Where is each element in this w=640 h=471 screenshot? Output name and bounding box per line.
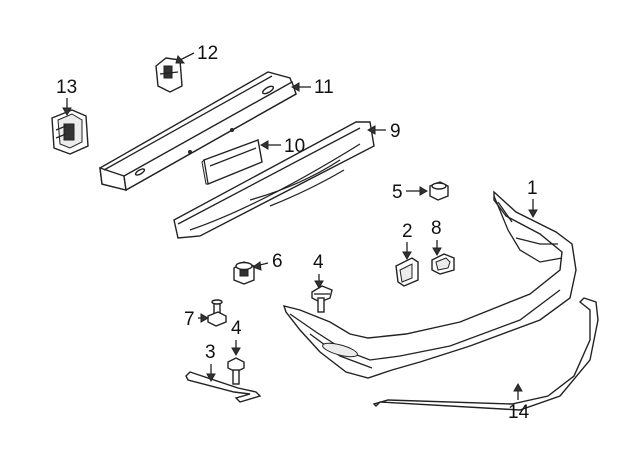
callout-14: 14: [508, 382, 530, 423]
callout-12: 12: [175, 43, 218, 64]
part-2-bracket: [395, 257, 419, 287]
callout-2-number: 2: [402, 221, 413, 242]
callout-4-upper: 4: [313, 252, 324, 290]
part-8-clip: [431, 253, 455, 275]
callout-6: 6: [251, 251, 283, 272]
part-14-molding: [372, 297, 599, 411]
callout-4-upper-number: 4: [313, 252, 324, 273]
callout-5: 5: [392, 182, 429, 203]
part-4-upper-fastener: [311, 285, 333, 313]
callout-7: 7: [184, 309, 210, 330]
part-13-bracket: [51, 109, 89, 155]
part-4-lower-bolt: [227, 357, 245, 385]
part-9-absorber: [173, 121, 375, 239]
part-11-reinforcement: [99, 71, 297, 192]
callout-6-number: 6: [272, 251, 283, 272]
callout-12-number: 12: [197, 43, 218, 64]
part-10-pad: [201, 139, 263, 185]
callout-13: 13: [56, 77, 77, 117]
part-6-nut: [233, 261, 255, 285]
part-7-bolt: [207, 299, 227, 327]
callout-1-number: 1: [527, 178, 538, 199]
callout-11: 11: [290, 77, 334, 98]
part-12-clip: [155, 57, 183, 93]
part-5-nut: [429, 181, 449, 201]
callout-4-lower: 4: [231, 318, 242, 357]
callout-9: 9: [366, 121, 401, 142]
part-1-bumper-cover: [282, 190, 577, 379]
callout-1: 1: [527, 178, 538, 219]
callout-4-lower-number: 4: [231, 318, 242, 339]
callout-8-number: 8: [431, 218, 442, 239]
callout-2: 2: [402, 221, 413, 261]
part-3-bracket: [185, 371, 262, 403]
callout-5-number: 5: [392, 182, 403, 203]
callout-7-number: 7: [184, 309, 195, 330]
callout-13-number: 13: [56, 77, 77, 98]
callout-11-number: 11: [314, 77, 334, 98]
callout-3: 3: [205, 342, 216, 383]
callout-3-number: 3: [205, 342, 216, 363]
callout-9-number: 9: [390, 121, 401, 142]
callout-14-number: 14: [508, 402, 530, 423]
callout-8: 8: [431, 218, 442, 257]
